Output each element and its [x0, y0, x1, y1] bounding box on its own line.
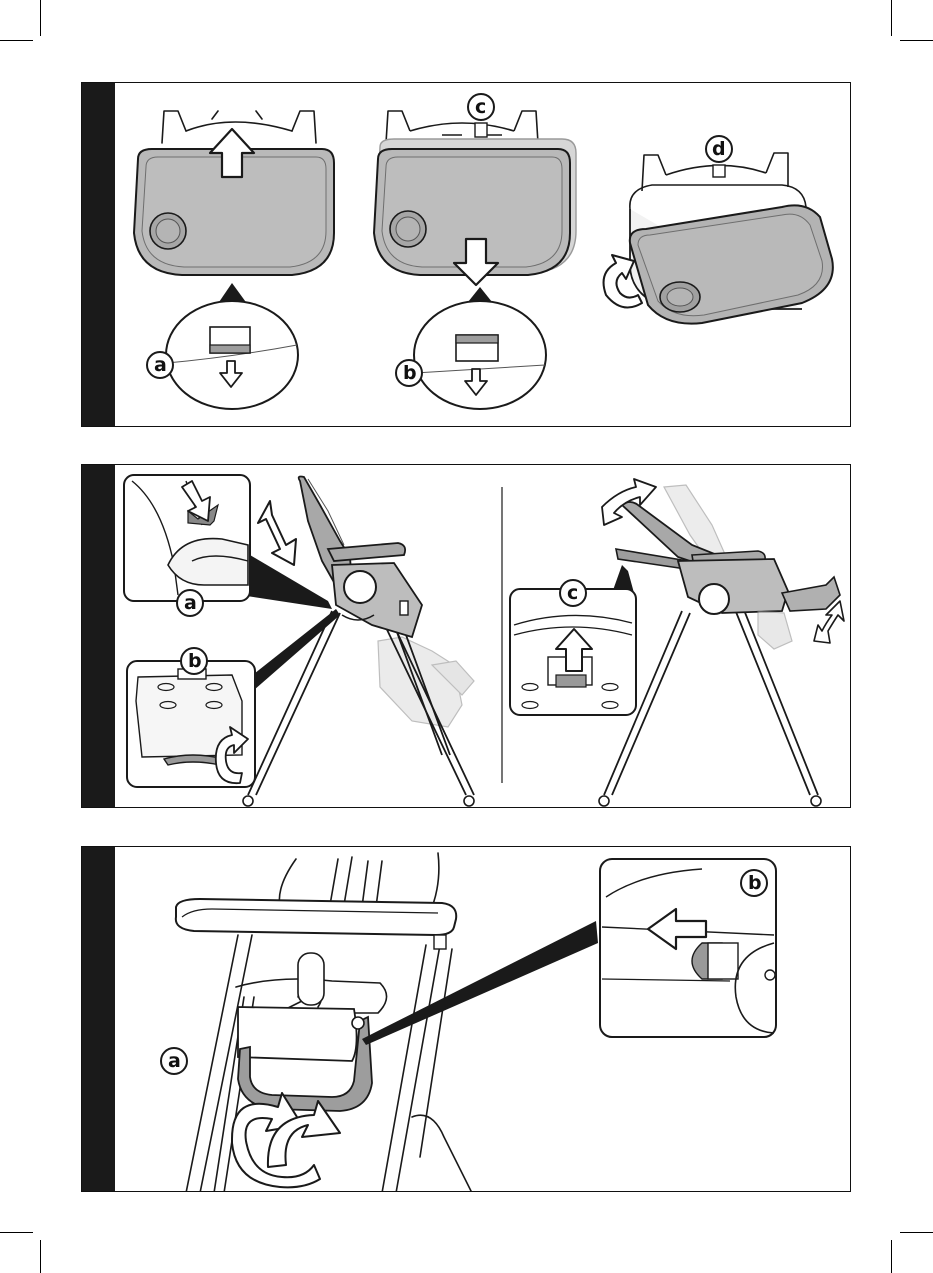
tray [176, 899, 456, 935]
label-c: c [567, 582, 578, 604]
footrest-illustration: b a [82, 847, 851, 1192]
crop-mark [0, 40, 33, 41]
label-a: a [168, 1050, 181, 1072]
label-b: b [748, 872, 762, 894]
label-a: a [154, 354, 167, 376]
label-d: d [712, 138, 726, 160]
panel-tray-removal: a c b d [81, 82, 851, 427]
crop-mark [891, 0, 892, 36]
label-a: a [184, 592, 197, 614]
recline-height-illustration: a b [82, 465, 851, 808]
hinge-knob [699, 584, 729, 614]
footrest [782, 577, 840, 611]
crop-mark [0, 1232, 33, 1233]
crop-mark [900, 1232, 933, 1233]
crop-mark [891, 1240, 892, 1273]
panel-footrest: b a [81, 846, 851, 1192]
crop-mark [40, 0, 41, 36]
hinge-knob [344, 571, 376, 603]
label-c: c [475, 96, 486, 118]
up-down-arrow-icon [258, 501, 296, 565]
panel-recline-height: a b [81, 464, 851, 808]
crop-mark [900, 40, 933, 41]
crop-mark [40, 1240, 41, 1273]
label-b: b [188, 650, 202, 672]
footrest [238, 1007, 357, 1061]
tray-removal-illustration: a c b d [82, 83, 851, 427]
label-b: b [403, 362, 417, 384]
